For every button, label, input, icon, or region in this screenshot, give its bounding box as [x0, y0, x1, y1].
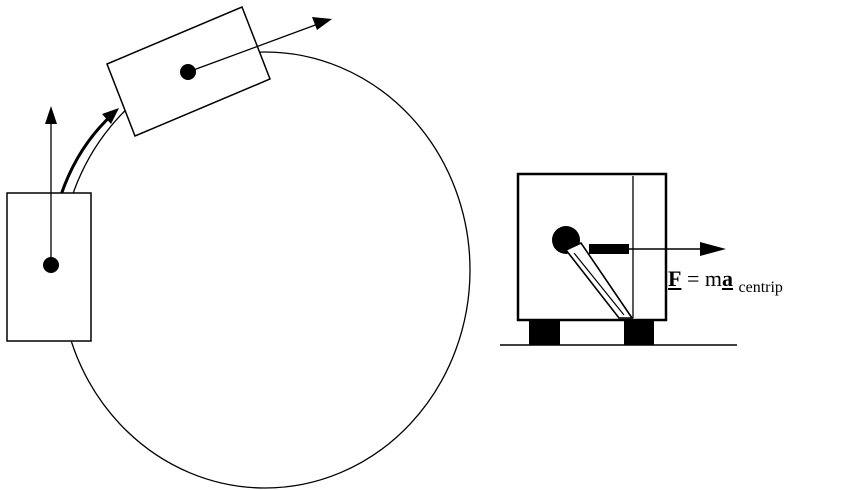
circular-path — [60, 52, 470, 488]
force-symbol: F — [668, 266, 681, 291]
car-top — [107, 7, 332, 136]
mass-symbol: m — [705, 266, 722, 291]
acceleration-subscript: centrip — [739, 279, 783, 296]
equals-sign: = — [687, 266, 699, 291]
passenger-arm — [589, 244, 629, 254]
wheel-left — [529, 318, 560, 345]
car-left — [7, 106, 91, 341]
motion-direction-arc — [61, 112, 115, 195]
velocity-arrowhead-top — [312, 17, 332, 30]
car-side-view — [500, 174, 737, 345]
acceleration-symbol: a — [722, 266, 733, 291]
velocity-arrowhead-left — [45, 106, 57, 124]
force-arrowhead — [700, 242, 726, 256]
centripetal-force-equation: F = ma centrip — [668, 268, 783, 290]
wheel-right — [624, 318, 654, 345]
